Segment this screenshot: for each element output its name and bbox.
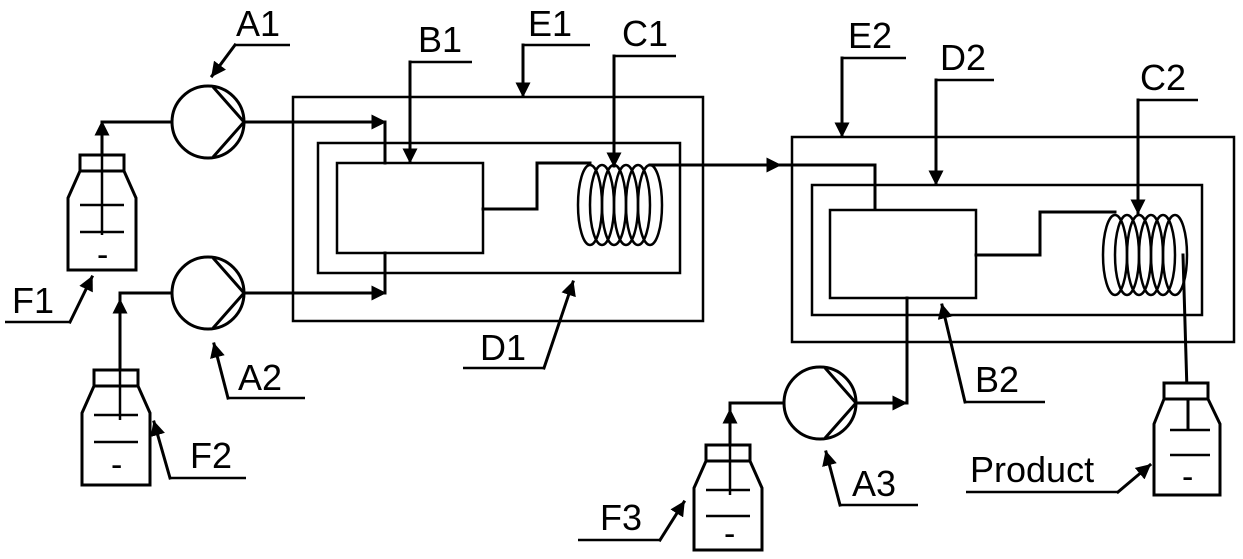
leader-f2-arrow	[154, 422, 170, 478]
label-f1: F1	[12, 280, 54, 321]
bottle-f3-mark: -	[724, 515, 735, 553]
outer-enclosure-e2	[792, 137, 1234, 342]
mixer-block-b1	[337, 163, 483, 253]
leader-d1-arrow	[544, 282, 573, 368]
pump-a2	[172, 257, 244, 329]
pump-a1	[172, 86, 244, 158]
label-d1: D1	[480, 327, 526, 368]
label-b2: B2	[975, 359, 1019, 400]
leader-product-arrow	[1118, 465, 1150, 492]
label-c2: C2	[1140, 57, 1186, 98]
pump-a3	[784, 367, 856, 439]
leader-a2-arrow	[214, 344, 228, 398]
label-f2: F2	[190, 435, 232, 476]
leader-f3-arrow	[660, 502, 684, 540]
leader-b2-arrow	[942, 305, 965, 402]
bottle-f1-mark: -	[97, 236, 108, 274]
label-b1: B1	[418, 19, 462, 60]
leader-a1-arrow	[212, 45, 235, 76]
label-c1: C1	[622, 13, 668, 54]
leader-f1-arrow	[70, 277, 92, 322]
leader-a3-arrow	[826, 452, 840, 505]
label-d2: D2	[940, 37, 986, 78]
coil-c1	[578, 165, 662, 245]
connector-b1-c1	[483, 163, 590, 209]
label-e2: E2	[848, 15, 892, 56]
label-a3: A3	[852, 463, 896, 504]
label-f3: F3	[600, 497, 642, 538]
inner-enclosure-d2	[812, 185, 1202, 315]
coil-c2	[1103, 215, 1187, 295]
label-a2: A2	[238, 357, 282, 398]
label-e1: E1	[528, 3, 572, 44]
line-into-b2	[780, 165, 875, 209]
mixer-block-b2	[830, 210, 976, 298]
bottle-product-mark: -	[1182, 458, 1193, 496]
label-product: Product	[970, 449, 1094, 490]
connector-b2-c2	[976, 212, 1115, 255]
label-a1: A1	[236, 3, 280, 44]
bottle-f2-mark: -	[111, 446, 122, 484]
